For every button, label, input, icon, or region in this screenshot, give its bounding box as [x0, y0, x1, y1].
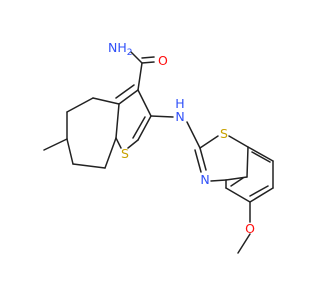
- bond: [115, 103, 120, 139]
- bond: [249, 185, 269, 197]
- bond: [230, 177, 244, 187]
- bond: [199, 147, 207, 171]
- bond: [141, 56, 155, 59]
- bond: [92, 97, 120, 105]
- bond: [137, 62, 143, 91]
- thiophene-sulfur-label: S: [121, 146, 129, 161]
- bond: [186, 121, 201, 149]
- bond: [137, 89, 152, 117]
- structure-canvas: NH2 O S N H S N O: [43, 40, 274, 254]
- bond: [225, 187, 251, 203]
- bond: [249, 187, 274, 203]
- bonds: [43, 51, 274, 254]
- bond: [115, 137, 122, 149]
- bond: [228, 135, 249, 148]
- bond: [150, 115, 174, 118]
- bond: [132, 116, 146, 139]
- bond: [237, 233, 251, 254]
- bond: [137, 115, 152, 141]
- amide-nh2-label: NH2: [108, 40, 132, 58]
- bond: [225, 176, 248, 181]
- amine-h-label: H: [175, 96, 184, 111]
- bond: [104, 137, 117, 169]
- bond: [130, 51, 143, 64]
- thiazole-nitrogen-label: N: [200, 172, 209, 187]
- thiazole-sulfur-label: S: [220, 126, 228, 141]
- bond: [66, 97, 94, 113]
- bond: [194, 149, 202, 173]
- bond: [199, 135, 219, 149]
- bond: [141, 61, 155, 64]
- bond: [246, 146, 249, 178]
- bond: [72, 163, 106, 169]
- bond: [127, 139, 139, 149]
- molecule-structure: NH2 O S N H S N O: [43, 40, 274, 254]
- bond: [247, 146, 274, 162]
- methoxy-oxygen-label: O: [245, 221, 255, 236]
- amide-nh-text: NH: [108, 40, 127, 55]
- bond: [66, 138, 74, 165]
- bond: [210, 179, 227, 182]
- bond: [118, 89, 139, 105]
- bond: [251, 151, 271, 163]
- amine-n-label: N: [175, 109, 184, 124]
- bond: [115, 84, 135, 99]
- amide-nh2-subscript: 2: [127, 48, 133, 58]
- atom-labels: NH2 O S N H S N O: [108, 40, 255, 236]
- bond: [43, 138, 68, 151]
- amide-oxygen-label: O: [158, 53, 168, 68]
